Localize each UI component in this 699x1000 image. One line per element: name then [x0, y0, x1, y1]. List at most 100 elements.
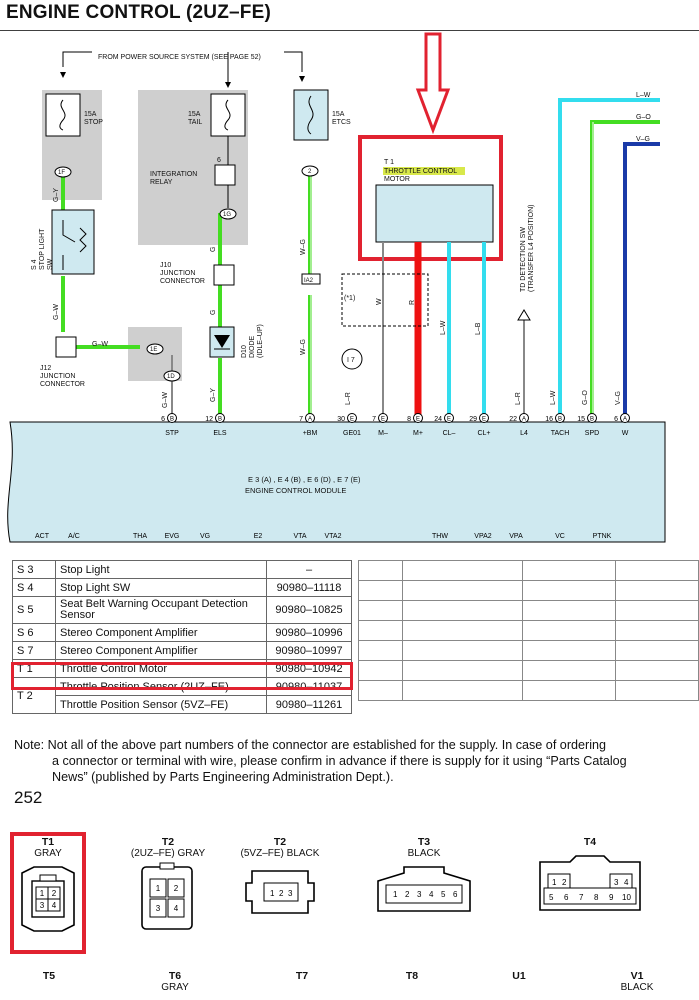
ecm-pin-connector: E: [350, 417, 354, 423]
svg-text:W–G: W–G: [300, 339, 307, 355]
ecm-bottom-pin-label: EVG: [165, 533, 180, 540]
svg-text:DIODE: DIODE: [249, 336, 256, 359]
ecm-pin-label: +BM: [303, 430, 318, 437]
connector-t4-face: 1 2 3 4 5 6 7 8 9 10: [539, 855, 641, 911]
svg-text:ETCS: ETCS: [332, 119, 351, 126]
svg-text:3: 3: [156, 904, 161, 913]
fuse-stop: 15A STOP: [45, 93, 103, 137]
ecm-pin-number: 15: [577, 416, 585, 423]
svg-text:V–G: V–G: [636, 136, 650, 143]
stop-light-switch: [51, 209, 95, 275]
svg-text:G–Y: G–Y: [53, 188, 60, 202]
ecm-bottom-pin-label: A/C: [68, 533, 80, 540]
ecm-pin-number: 29: [469, 416, 477, 423]
svg-text:I 7: I 7: [347, 357, 355, 364]
ecm-pin-label: W: [622, 430, 629, 437]
fuse-tail: 15A TAIL: [188, 93, 246, 137]
connector-t2-5vz: T2 (5VZ–FE) BLACK 1 2 3: [230, 836, 330, 922]
part-code: S 5: [12, 596, 56, 624]
svg-text:7: 7: [579, 893, 584, 902]
connector-t5: T5: [42, 970, 56, 982]
svg-text:4: 4: [174, 904, 179, 913]
part-name: Stop Light: [55, 560, 267, 579]
svg-text:L–B: L–B: [475, 322, 482, 335]
part-number: 90980–10996: [266, 623, 352, 642]
svg-text:G–W: G–W: [162, 392, 169, 408]
connector-t1-face: 1 2 3 4: [21, 866, 75, 932]
ecm-pin-label: M–: [378, 430, 388, 437]
connector-t2b-face: 1 2 3: [245, 870, 315, 914]
ecm-pin-connector: B: [218, 417, 222, 423]
ecm-pin-w: A6W: [614, 413, 630, 437]
svg-text:SW: SW: [47, 258, 54, 270]
ecm-pin-number: 8: [407, 416, 411, 423]
ecm-pin-connector: B: [590, 417, 594, 423]
svg-text:W: W: [376, 298, 383, 305]
ecm-pin-connector: E: [381, 417, 385, 423]
td-detection-label: TD DETECTION SW: [520, 227, 527, 292]
junction-j12: J12: [40, 365, 51, 372]
part-number: 90980–11118: [266, 578, 352, 597]
note-text: Note: Not all of the above part numbers …: [14, 738, 627, 784]
svg-text:1F: 1F: [58, 170, 65, 176]
connector-t8: T8: [405, 970, 419, 982]
part-name: Seat Belt Warning Occupant Detection Sen…: [55, 596, 267, 624]
svg-text:L–R: L–R: [345, 392, 352, 405]
svg-text:3: 3: [417, 890, 422, 899]
ecm-bottom-pin-label: VTA: [293, 533, 306, 540]
splice-nodes: [54, 165, 363, 382]
svg-text:G–W: G–W: [53, 304, 60, 320]
svg-text:IA2: IA2: [304, 278, 314, 284]
svg-text:L–W: L–W: [636, 92, 651, 99]
ecm-pin-number: 6: [614, 416, 618, 423]
throttle-highlight-box: [358, 135, 503, 261]
svg-text:G–O: G–O: [582, 390, 589, 405]
ecm-bottom-pin-label: VPA2: [474, 533, 491, 540]
t1-highlight-box: [10, 832, 86, 954]
ecm-bottom-pin-label: ACT: [35, 533, 50, 540]
ecm-pin-label: CL+: [477, 430, 490, 437]
part-number: 90980–10997: [266, 641, 352, 660]
svg-text:1: 1: [156, 884, 161, 893]
part-name: Stop Light SW: [55, 578, 267, 597]
part-name: Stereo Component Amplifier: [55, 623, 267, 642]
svg-text:L–W: L–W: [440, 320, 447, 335]
svg-text:S 4: S 4: [31, 259, 38, 270]
ecm-bottom-pin-label: THA: [133, 533, 147, 540]
svg-text:(IDLE–UP): (IDLE–UP): [257, 324, 264, 358]
ecm-pin-connector: A: [623, 417, 627, 423]
svg-text:JUNCTION: JUNCTION: [160, 270, 195, 277]
page-title: ENGINE CONTROL (2UZ–FE): [6, 2, 271, 23]
svg-text:G–W: G–W: [92, 341, 108, 348]
svg-text:4: 4: [624, 878, 629, 887]
svg-text:9: 9: [609, 893, 614, 902]
svg-text:1: 1: [552, 878, 557, 887]
part-code: S 3: [12, 560, 56, 579]
ecm-pin-label: ELS: [213, 430, 227, 437]
ecm-bottom-pin-label: E2: [254, 533, 263, 540]
svg-text:2: 2: [279, 889, 284, 898]
svg-text:G: G: [210, 310, 217, 315]
svg-text:2: 2: [52, 889, 57, 898]
ecm-pin-number: 12: [205, 416, 213, 423]
svg-text:3: 3: [40, 901, 45, 910]
ecm-pin-label: TACH: [551, 430, 570, 437]
svg-text:G–Y: G–Y: [210, 388, 217, 402]
svg-text:2: 2: [405, 890, 410, 899]
connector-t1: T1 GRAY 1 2 3 4: [14, 836, 82, 942]
connector-t4: T4 1 2 3 4 5 6 7 8 9 10: [530, 836, 650, 931]
svg-text:2: 2: [174, 884, 179, 893]
table-row: Throttle Position Sensor (5VZ–FE)90980–1…: [13, 695, 352, 714]
engine-control-module: [7, 421, 666, 543]
svg-text:3: 3: [614, 878, 619, 887]
ecm-bottom-pin-label: VPA: [509, 533, 523, 540]
ecm-pin-label: CL–: [443, 430, 456, 437]
part-number: –: [266, 560, 352, 579]
ecm-pin-number: 16: [545, 416, 553, 423]
junction-j10: J10: [160, 262, 171, 269]
